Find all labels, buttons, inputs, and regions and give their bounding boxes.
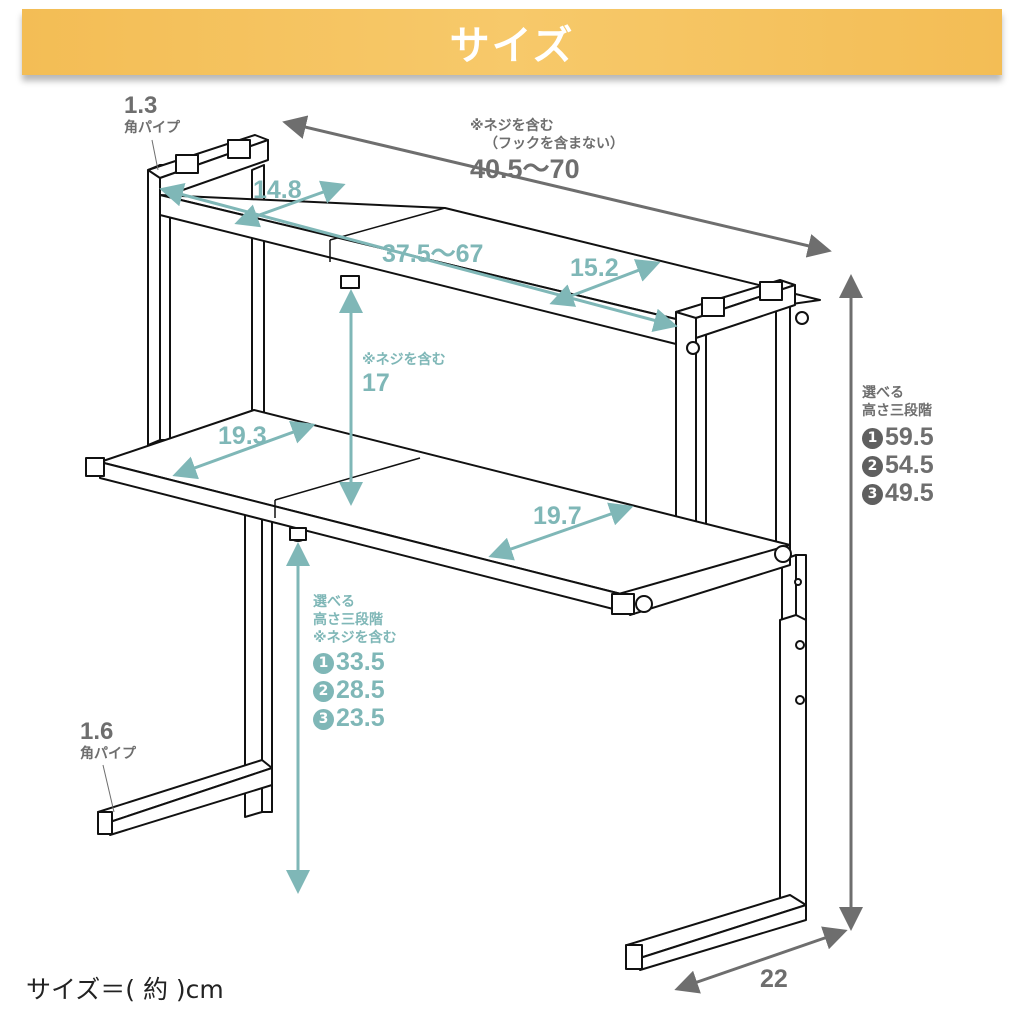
- base-depth-arrow: [674, 926, 848, 994]
- overall-width-note1: ※ネジを含む: [470, 117, 554, 133]
- bottom-pipe-caption: 角パイプ: [80, 745, 136, 761]
- title-banner: サイズ: [22, 9, 1002, 75]
- number-1-marker: 1: [313, 653, 334, 674]
- number-1-marker: 1: [862, 428, 883, 449]
- top-pipe-label: 1.3 角パイプ: [124, 94, 180, 136]
- number-3-marker: 3: [313, 709, 334, 730]
- bottom-pipe-size: 1.6: [80, 718, 114, 745]
- overall-width-note2: （フックを含まない）: [484, 135, 624, 151]
- number-2-marker: 2: [313, 681, 334, 702]
- bottom-shelf-depth-right-arrow: [488, 502, 634, 561]
- bottom-pipe-leader: [102, 764, 115, 813]
- bottom-shelf-height-line1: 選べる: [313, 593, 355, 609]
- top-pipe-caption: 角パイプ: [124, 119, 180, 135]
- shelf-gap-note: ※ネジを含む: [362, 351, 446, 367]
- number-2-marker: 2: [862, 456, 883, 477]
- top-shelf-depth-left-arrow: [234, 180, 346, 228]
- top-shelf-depth-left-value: 14.8: [253, 176, 302, 204]
- top-pipe-size: 1.3: [124, 92, 158, 119]
- bottom-shelf-depth-left-arrow: [172, 420, 316, 480]
- top-shelf-depth-right-value: 15.2: [570, 254, 619, 282]
- top-shelf-width-value: 37.5〜67: [382, 240, 484, 268]
- overall-width-value: 40.5〜70: [470, 154, 580, 184]
- bottom-shelf-height-line2: 高さ三段階: [313, 611, 383, 627]
- overall-height-line2: 高さ三段階: [862, 402, 932, 418]
- bottom-shelf-depth-left-value: 19.3: [218, 422, 267, 450]
- overall-width-label: ※ネジを含む （フックを含まない） 40.5〜70: [470, 116, 624, 186]
- bottom-shelf-depth-right-value: 19.7: [533, 502, 582, 530]
- top-shelf-depth-right-arrow: [549, 259, 661, 307]
- base-depth-value: 22: [760, 965, 788, 993]
- page-title: サイズ: [449, 23, 575, 69]
- teal-dimension-lines: [159, 180, 678, 894]
- top-pipe-leader: [151, 139, 159, 171]
- shelf-gap-label: ※ネジを含む 17: [362, 350, 446, 398]
- number-3-marker: 3: [862, 484, 883, 505]
- unit-note: サイズ＝( 約 )cm: [26, 975, 224, 1004]
- bottom-shelf-height-note: ※ネジを含む: [313, 629, 397, 645]
- overall-height-line1: 選べる: [862, 384, 904, 400]
- bottom-pipe-label: 1.6 角パイプ: [80, 720, 136, 762]
- shelf-gap-value: 17: [362, 369, 390, 397]
